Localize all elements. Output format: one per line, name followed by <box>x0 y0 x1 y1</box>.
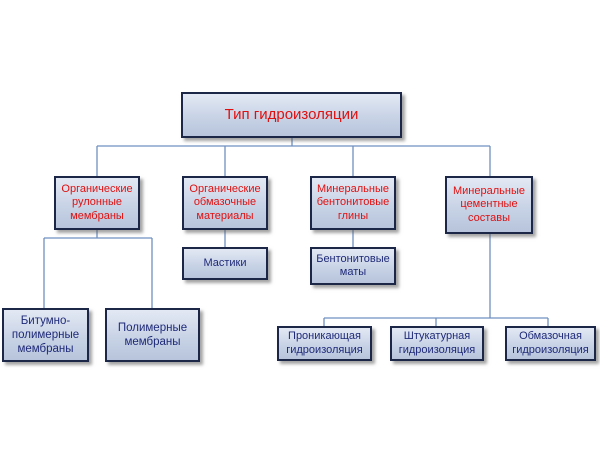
subtype-label: Обмазочная гидроизоляция <box>512 330 589 356</box>
subtype-label: Мастики <box>203 256 247 269</box>
category-bentonite: Минеральные бентонитовые глины <box>310 176 396 230</box>
category-label: Минеральные бентонитовые глины <box>316 182 390 222</box>
subtype-label: Битумно- полимерные мембраны <box>11 314 80 355</box>
subtype-label: Штукатурная гидроизоляция <box>398 330 476 356</box>
subtype-mastics: Мастики <box>182 247 268 280</box>
root-node: Тип гидроизоляции <box>181 92 402 138</box>
subtype-coating-waterproofing: Обмазочная гидроизоляция <box>505 326 596 361</box>
category-organic-roll: Органические рулонные мембраны <box>54 176 140 230</box>
subtype-label: Бентонитовые маты <box>316 252 390 278</box>
root-label: Тип гидроизоляции <box>224 105 359 123</box>
category-cement: Минеральные цементные составы <box>445 176 533 234</box>
subtype-label: Проникающая гидроизоляция <box>286 330 363 356</box>
subtype-plaster-waterproofing: Штукатурная гидроизоляция <box>390 326 484 361</box>
subtype-label: Полимерные мембраны <box>117 321 188 348</box>
category-label: Органические обмазочные материалы <box>189 182 261 222</box>
category-label: Органические рулонные мембраны <box>61 182 133 222</box>
subtype-polymer-membranes: Полимерные мембраны <box>105 308 200 362</box>
subtype-bentonite-mats: Бентонитовые маты <box>310 247 396 285</box>
category-label: Минеральные цементные составы <box>453 184 525 224</box>
subtype-penetrating-waterproofing: Проникающая гидроизоляция <box>277 326 372 361</box>
subtype-bitumen-polymer-membranes: Битумно- полимерные мембраны <box>2 308 89 362</box>
category-organic-coating: Органические обмазочные материалы <box>182 176 268 230</box>
